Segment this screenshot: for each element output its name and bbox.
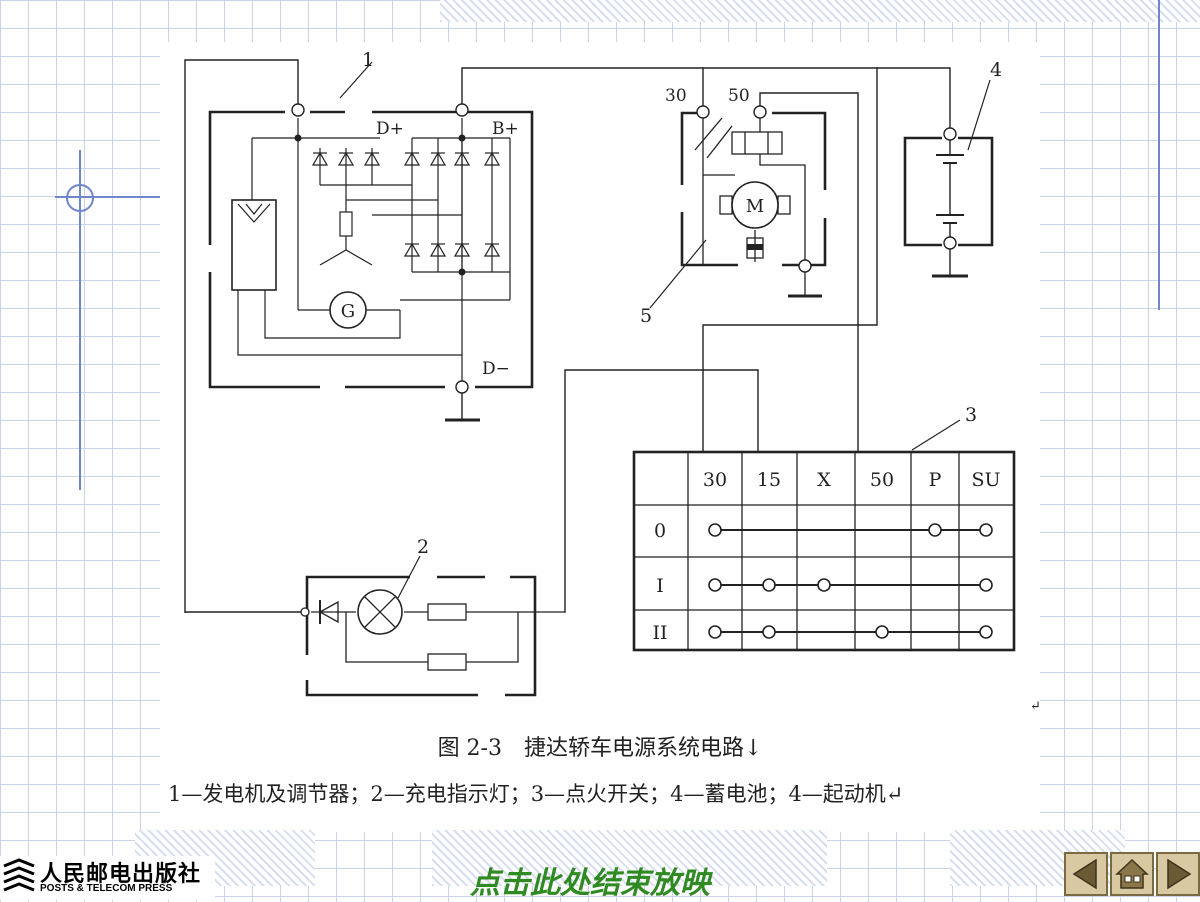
switch-contact-30 [708,625,722,639]
publisher-name-cn: 人民邮电出版社 [40,861,202,887]
next-arrow-icon [1167,858,1192,890]
generator-regulator: G 1 D+ B+ D− [208,49,534,422]
right-vertical-line [1158,0,1160,310]
switch-header-50: 50 [870,469,894,491]
switch-contact-15 [762,578,776,592]
top-decorative-band [440,0,1200,22]
battery: 4 [903,59,1002,278]
switch-header-p: P [929,469,942,491]
switch-contact-30 [708,523,722,537]
home-icon [1115,858,1149,889]
figure-caption: 图 2-3 捷达轿车电源系统电路↓ [437,736,763,761]
switch-header-30: 30 [703,469,727,491]
bottom-band-middle [432,830,827,886]
switch-contact-su [979,523,993,537]
starter-motor: M 5 30 50 [640,86,827,327]
publisher-emblem-icon [3,858,35,892]
switch-contact-p [928,523,942,537]
callout-starter: 5 [640,305,652,327]
next-slide-button[interactable] [1156,852,1200,896]
prev-arrow-icon [1072,858,1097,890]
home-button[interactable] [1110,852,1154,896]
switch-row-label: II [652,622,667,644]
d-minus-label: D− [482,359,510,379]
left-circle-ornament [66,184,94,212]
b-plus-label: B+ [492,119,519,139]
prev-slide-button[interactable] [1064,852,1108,896]
switch-contact-su [979,625,993,639]
motor-symbol-label: M [746,196,764,217]
left-vertical-line [79,150,81,490]
return-mark: ↵ [1030,699,1041,714]
callout-battery: 4 [990,59,1002,81]
term-50-label: 50 [728,86,750,106]
callout-indicator: 2 [417,536,429,558]
left-horizontal-line [55,196,160,198]
switch-header-x: X [817,469,831,491]
switch-header-15: 15 [757,469,781,491]
term-30-label: 30 [665,86,687,106]
publisher-name-en: POSTS & TELECOM PRESS [40,883,173,894]
switch-contact-50 [875,625,889,639]
switch-row-label: I [656,575,664,597]
figure-legend: 1—发电机及调节器；2—充电指示灯；3—点火开关；4—蓄电池；4—起动机↵ [168,782,904,806]
d-plus-label: D+ [376,119,404,139]
generator-symbol-label: G [341,301,355,322]
switch-contact-15 [762,625,776,639]
end-slideshow-link[interactable]: 点击此处结束放映 [470,866,710,901]
switch-row-label: 0 [654,520,666,542]
charge-indicator-lamp: 2 [300,536,565,697]
callout-generator: 1 [362,49,374,71]
publisher-logo: 人民邮电出版社 POSTS & TELECOM PRESS [0,856,215,900]
switch-contact-su [979,578,993,592]
content-panel [160,42,1040,832]
callout-ignition: 3 [965,404,977,426]
switch-contact-30 [708,578,722,592]
switch-contact-x [817,578,831,592]
switch-header-su: SU [971,469,1000,491]
